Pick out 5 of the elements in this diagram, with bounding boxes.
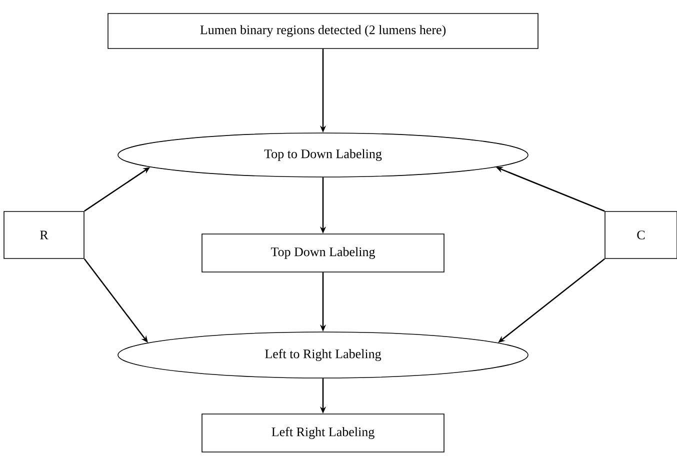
process-box: R xyxy=(4,211,84,259)
process-box: Top Down Labeling xyxy=(202,234,444,272)
process-box: C xyxy=(604,211,677,259)
process-box: Left Right Labeling xyxy=(202,414,444,452)
process-box: Lumen binary regions detected (2 lumens here) xyxy=(108,13,538,49)
